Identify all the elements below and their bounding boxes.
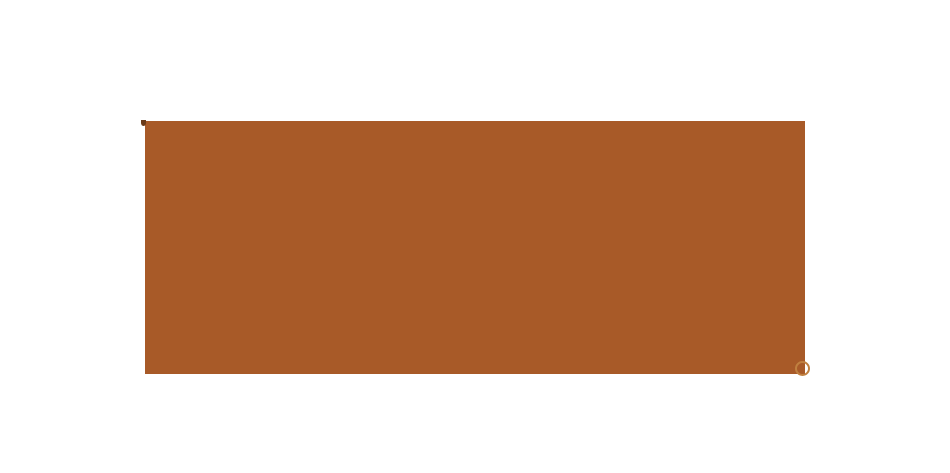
- color-swatch-rectangle: [145, 121, 805, 374]
- corner-speck: [141, 120, 146, 126]
- copyright-ring-icon: ©: [795, 361, 810, 376]
